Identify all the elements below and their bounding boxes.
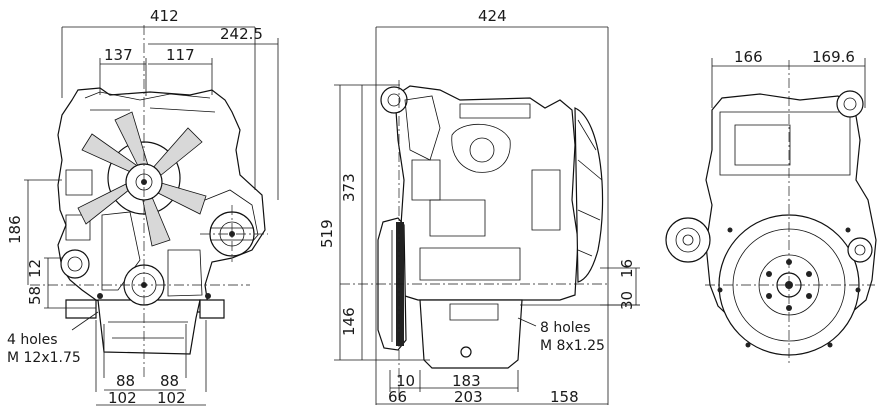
dim-front-58: 58 <box>26 286 44 305</box>
rear-starter <box>665 217 711 263</box>
side-holes-note-line1: 8 holes <box>540 320 591 336</box>
rear-dimension-text: 166 169.6 <box>734 48 855 66</box>
dim-side-16: 16 <box>618 259 636 278</box>
front-holes-note-line2: M 12x1.75 <box>7 350 81 366</box>
dim-side-66: 66 <box>388 388 407 406</box>
front-dimensions <box>24 26 279 406</box>
dim-front-12: 12 <box>26 259 44 278</box>
dim-side-424: 424 <box>478 7 507 25</box>
dim-side-158: 158 <box>550 388 579 406</box>
dim-rear-166: 166 <box>734 48 763 66</box>
dim-rear-169-6: 169.6 <box>812 48 855 66</box>
side-engine-body <box>377 85 604 369</box>
dim-front-88-left: 88 <box>116 372 135 390</box>
side-dimension-text: 424 519 373 146 30 16 10 183 66 203 158 … <box>318 7 636 406</box>
dim-front-102-left: 102 <box>108 389 137 407</box>
dim-side-203: 203 <box>454 388 483 406</box>
dim-front-186: 186 <box>6 215 24 244</box>
rear-view: 166 169.6 <box>665 48 877 365</box>
dim-front-117: 117 <box>166 46 195 64</box>
front-alt-centerline <box>200 205 268 262</box>
front-mount-hole <box>205 293 211 299</box>
front-view: 412 242.5 137 117 186 12 58 88 88 102 10… <box>6 7 279 407</box>
front-dimension-text: 412 242.5 137 117 186 12 58 88 88 102 10… <box>6 7 263 407</box>
front-fan <box>77 111 207 247</box>
front-pump <box>60 249 90 279</box>
dim-side-146: 146 <box>340 307 358 336</box>
rear-dimensions <box>711 58 866 108</box>
rear-engine-body <box>665 90 877 356</box>
side-holes-note-line2: M 8x1.25 <box>540 338 605 354</box>
dim-front-412: 412 <box>150 7 179 25</box>
dim-front-102-right: 102 <box>157 389 186 407</box>
front-mount-hole <box>97 293 103 299</box>
dim-front-137: 137 <box>104 46 133 64</box>
dim-front-88-right: 88 <box>160 372 179 390</box>
dim-side-10: 10 <box>396 372 415 390</box>
side-dimensions <box>334 26 640 405</box>
dim-side-183: 183 <box>452 372 481 390</box>
front-holes-note-line1: 4 holes <box>7 332 58 348</box>
side-view: 424 519 373 146 30 16 10 183 66 203 158 … <box>318 7 640 406</box>
dim-front-242-5: 242.5 <box>220 25 263 43</box>
dim-side-373: 373 <box>340 173 358 202</box>
dim-side-519: 519 <box>318 219 336 248</box>
dim-side-30: 30 <box>618 291 636 310</box>
